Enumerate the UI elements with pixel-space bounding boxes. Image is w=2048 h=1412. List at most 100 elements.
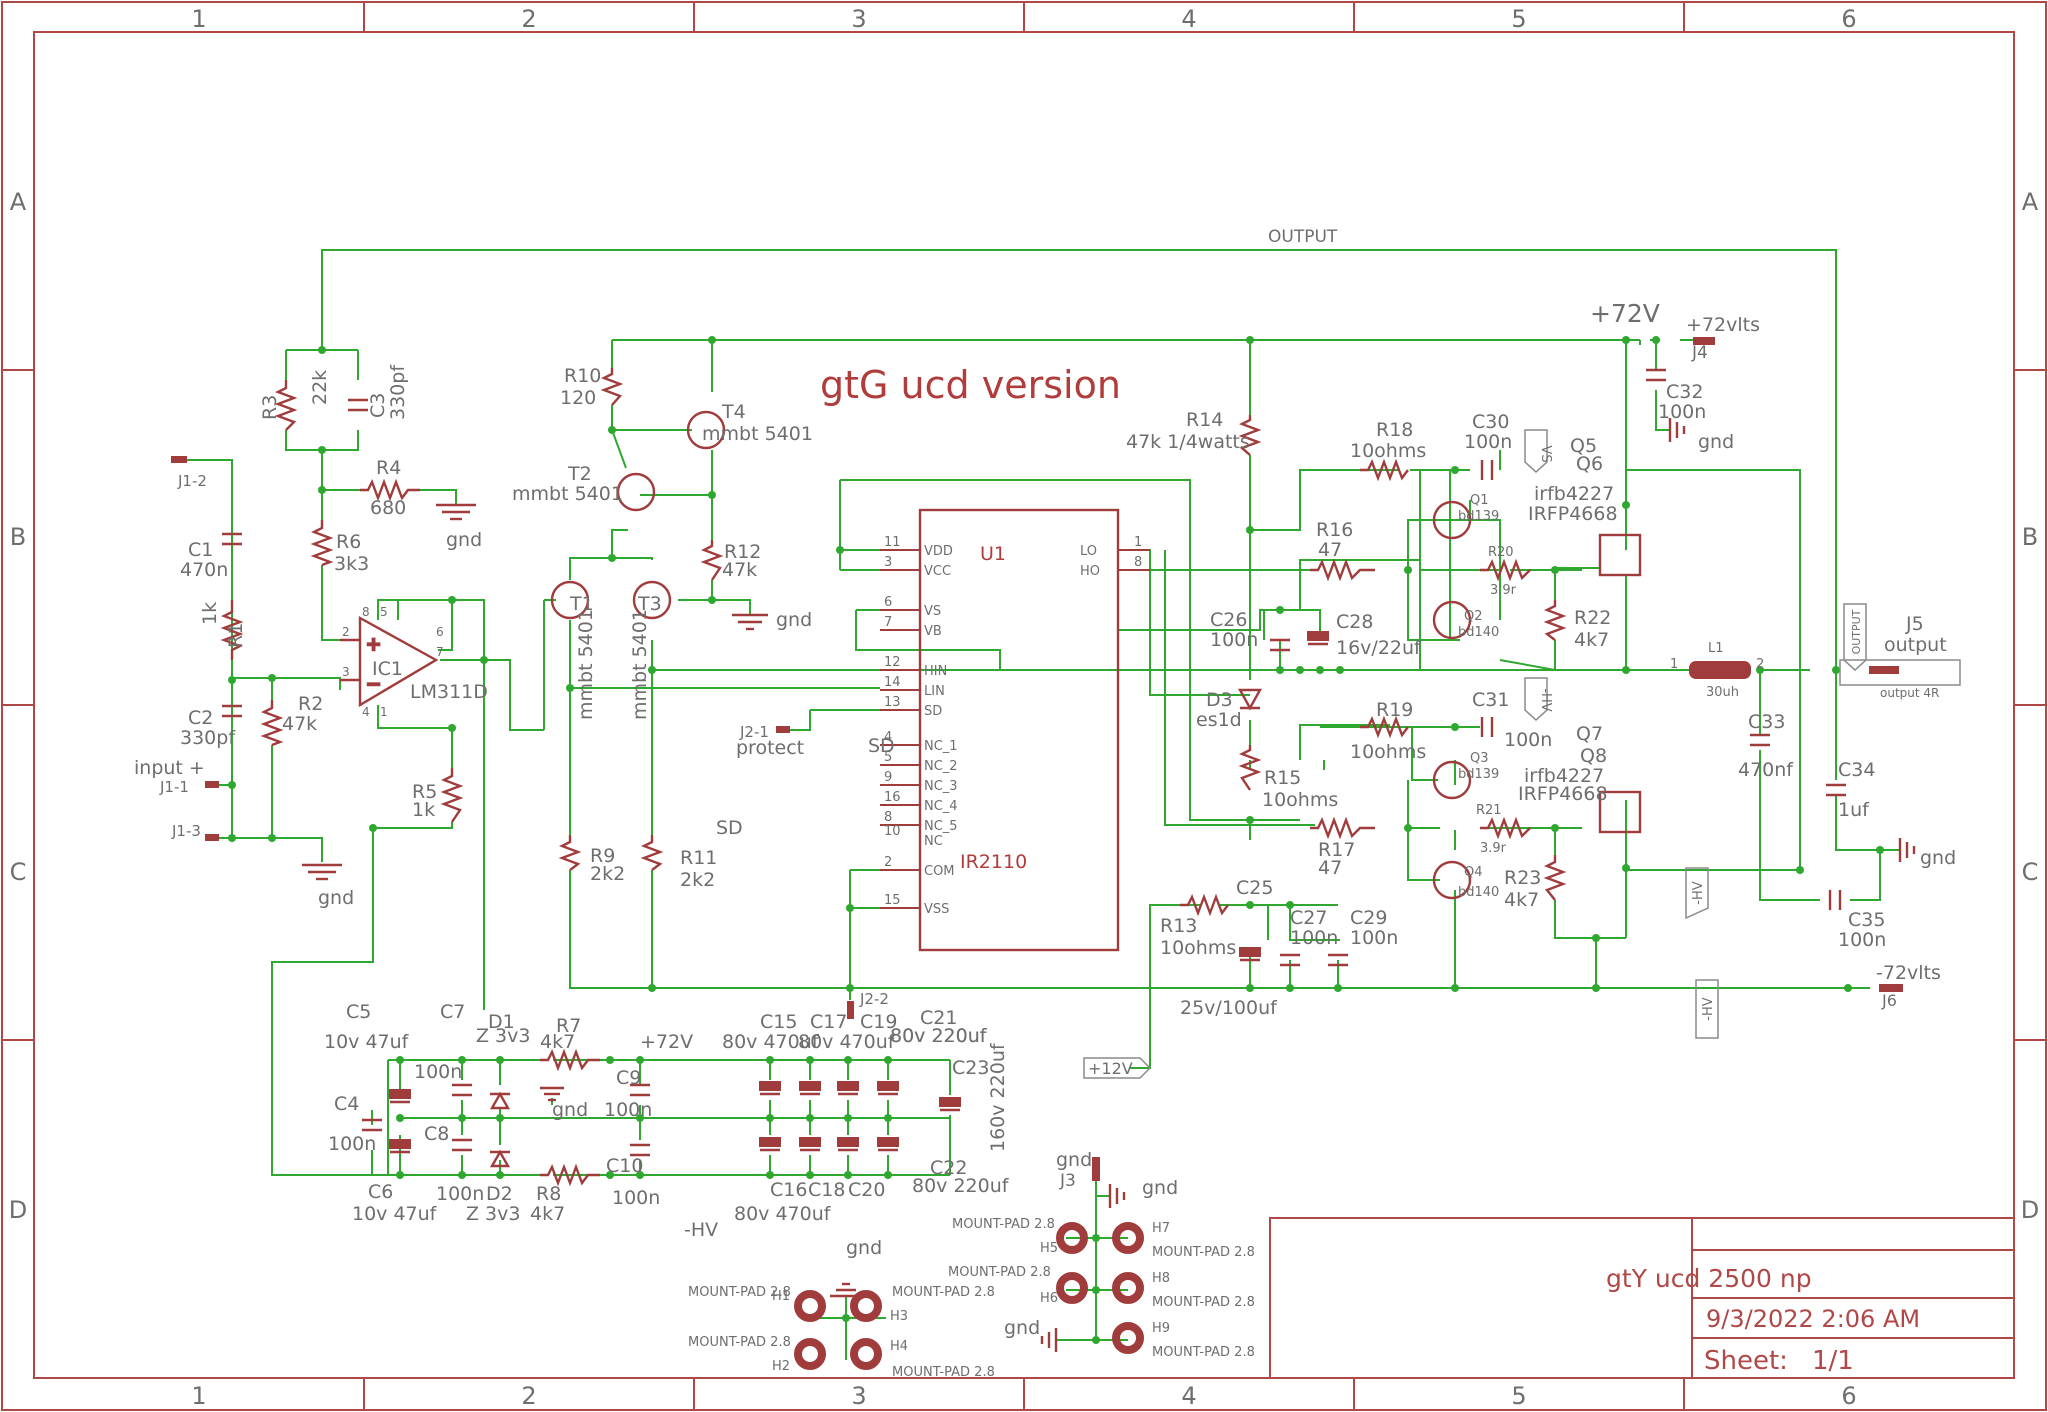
j5-output-4r-shape xyxy=(1839,659,1961,686)
frame-col-6-bottom: 6 xyxy=(1841,1382,1856,1410)
d2-value-label: Z 3v3 xyxy=(466,1203,520,1225)
j3-pin xyxy=(1092,1157,1100,1181)
ir2110-pin-name-7: NC_1 xyxy=(924,739,958,754)
port-hv-mid-shape xyxy=(1685,867,1709,920)
gnd-icon xyxy=(436,503,476,521)
title-block-sheet-value: 1/1 xyxy=(1812,1346,1854,1376)
r17-symbol xyxy=(1310,816,1375,840)
port-hv-top-label: -HV xyxy=(1538,688,1553,711)
gnd-label-r4: gnd xyxy=(446,529,482,551)
c23-symbol xyxy=(939,1097,961,1112)
ir2110-pin-num-9: 9 xyxy=(884,770,892,785)
q3-value-label: bd139 xyxy=(1458,767,1499,782)
c28-ref-label: C28 xyxy=(1336,611,1373,633)
c9-ref-label: C9 xyxy=(616,1067,641,1089)
h9-value-label: MOUNT-PAD 2.8 xyxy=(1152,1345,1255,1360)
h2-value-label: MOUNT-PAD 2.8 xyxy=(688,1335,791,1350)
port-vs-shape xyxy=(1524,429,1548,474)
q2-value-label: bd140 xyxy=(1458,625,1499,640)
j1-2-label: J1-2 xyxy=(177,472,207,490)
t3-symbol xyxy=(632,580,672,620)
frame-col-5: 5 xyxy=(1511,5,1526,33)
d3-symbol xyxy=(1237,688,1263,711)
gnd-label-j3-top: gnd xyxy=(1056,1149,1092,1171)
c28-symbol xyxy=(1307,631,1329,646)
ir2110-pin-num-7: 4 xyxy=(884,730,892,745)
frame-row-c-right: C xyxy=(2022,858,2039,886)
protect-label: protect xyxy=(736,737,804,759)
gnd-label-input: gnd xyxy=(318,887,354,909)
ic1-pin-5: 5 xyxy=(380,605,388,619)
j4-name-label: +72vlts xyxy=(1686,314,1760,336)
r5-ref-label: R5 xyxy=(412,781,437,803)
c34-symbol xyxy=(1826,783,1846,797)
svg-text:+: + xyxy=(366,634,381,655)
ir2110-pin-name-14: VSS xyxy=(924,902,949,917)
input-label: input + xyxy=(134,757,205,779)
ic1-value-label: LM311D xyxy=(410,681,488,703)
ic1-pin-8: 8 xyxy=(362,605,370,619)
net-plus72-small-label: +72V xyxy=(640,1031,693,1053)
labels: OUTPUT +72V +72V -HV SD VS -HV -HV -HV +… xyxy=(134,227,1956,1380)
c26-ref-label: C26 xyxy=(1210,609,1247,631)
u1-value-label: IR2110 xyxy=(960,851,1027,873)
r4-value-label: 680 xyxy=(370,497,406,519)
r9-value-label: 2k2 xyxy=(590,863,625,885)
d3-ref-label: D3 xyxy=(1206,689,1233,711)
r18-ref-label: R18 xyxy=(1376,419,1413,441)
frame-col-2-bottom: 2 xyxy=(521,1382,536,1410)
gnd-icon xyxy=(732,613,768,631)
r17-value-label: 47 xyxy=(1318,857,1342,879)
t3-ref-label: T3 xyxy=(637,593,662,615)
r8-value-label: 4k7 xyxy=(530,1203,565,1225)
c3-symbol xyxy=(348,398,368,412)
r16-value-label: 47 xyxy=(1318,539,1342,561)
j2-2-pin xyxy=(847,1001,854,1019)
c31-ref-label: C31 xyxy=(1472,689,1509,711)
q4-value-label: bd140 xyxy=(1458,885,1499,900)
q1-symbol xyxy=(1432,500,1472,540)
r14-ref-label: R14 xyxy=(1186,409,1223,431)
c2-symbol xyxy=(222,704,242,718)
r19-ref-label: R19 xyxy=(1376,699,1413,721)
c29-symbol xyxy=(1328,953,1348,967)
j6-label: J6 xyxy=(1881,991,1897,1010)
t1-ref-label: T1 xyxy=(569,593,594,615)
frame-col-6: 6 xyxy=(1841,5,1856,33)
h1-value-label: MOUNT-PAD 2.8 xyxy=(688,1285,791,1300)
gnd-label-t3: gnd xyxy=(776,609,812,631)
d1-ref-label: D1 xyxy=(488,1011,515,1033)
q2-symbol xyxy=(1432,600,1472,640)
r2-value-label: 47k xyxy=(282,713,317,735)
c10-ref-label: C10 xyxy=(606,1155,643,1177)
d1-symbol xyxy=(489,1091,511,1110)
r2-ref-label: R2 xyxy=(298,693,323,715)
j3-label: J3 xyxy=(1059,1171,1076,1191)
r15-symbol xyxy=(1238,745,1262,791)
r14-symbol xyxy=(1238,415,1262,456)
ir2110-pin-name-2: VS xyxy=(924,604,941,619)
port-j5-output-label: OUTPUT xyxy=(1850,609,1863,654)
c19-ref-label: C19 xyxy=(860,1011,897,1033)
h6-ref-label: H6 xyxy=(1040,1291,1058,1306)
port-12v-label: +12V xyxy=(1088,1059,1133,1078)
r21-value-label: 3.9r xyxy=(1480,841,1507,856)
r10-value-label: 120 xyxy=(560,387,596,409)
ir2110-pin-name-3: VB xyxy=(924,624,942,639)
q1-value-label: bd139 xyxy=(1458,509,1499,524)
c19-symbol xyxy=(837,1081,859,1096)
port-hv-mid-label: -HV xyxy=(1691,881,1706,904)
c8-ref-label: C8 xyxy=(424,1123,449,1145)
ir2110-pin-name-13: COM xyxy=(924,864,955,879)
ic1-ref-label: IC1 xyxy=(372,658,403,680)
frame-col-1-bottom: 1 xyxy=(191,1382,206,1410)
r13-ref-label: R13 xyxy=(1160,915,1197,937)
c29-value-label: 100n xyxy=(1350,927,1398,949)
j5-pin xyxy=(1869,666,1899,674)
ir2110-pin-num-12: 10 xyxy=(884,824,901,839)
c1-value-label: 470n xyxy=(180,559,228,581)
frame-col-3-bottom: 3 xyxy=(851,1382,866,1410)
gnd-label-c34: gnd xyxy=(1920,847,1956,869)
